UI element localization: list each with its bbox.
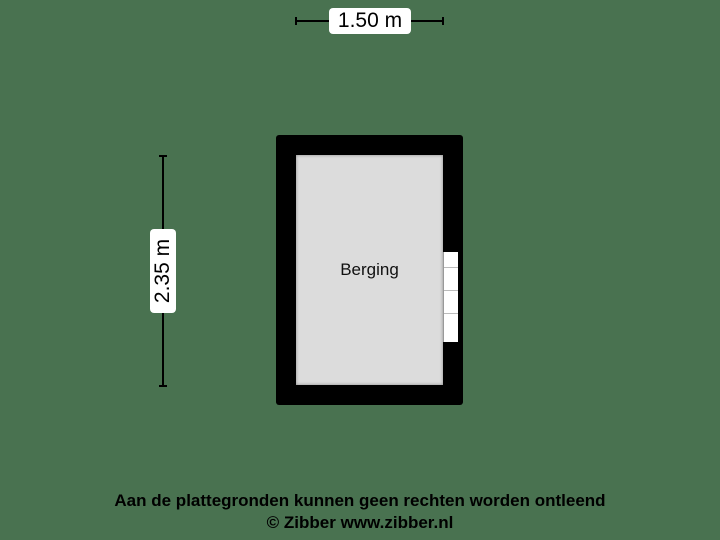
- door-segment-line: [444, 290, 458, 291]
- door: [443, 252, 458, 342]
- dim-tick-right: [442, 17, 444, 25]
- room-label: Berging: [340, 260, 399, 279]
- door-segment-line: [444, 267, 458, 268]
- height-label: 2.35 m: [151, 238, 174, 304]
- room-berging: [296, 155, 443, 385]
- dim-tick-bottom: [159, 385, 167, 387]
- height-label-box: 2.35 m: [150, 229, 176, 313]
- disclaimer-text: Aan de plattegronden kunnen geen rechten…: [114, 491, 606, 510]
- copyright-text: © Zibber www.zibber.nl: [266, 513, 454, 532]
- width-label: 1.50 m: [329, 8, 411, 34]
- door-segment-line: [444, 313, 458, 314]
